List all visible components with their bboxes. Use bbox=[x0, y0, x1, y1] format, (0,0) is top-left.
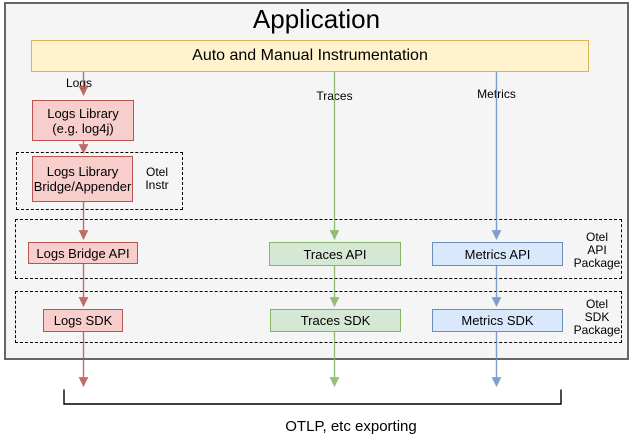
metrics-sdk-node: Metrics SDK bbox=[432, 309, 563, 332]
metrics-signal-label: Metrics bbox=[477, 87, 516, 101]
otel-sdk-package-label: Otel SDK Package bbox=[573, 297, 621, 337]
metrics-api-node: Metrics API bbox=[432, 242, 563, 266]
otel-instr-group-label: Otel Instr bbox=[145, 165, 169, 192]
traces-signal-label: Traces bbox=[316, 89, 353, 103]
otel-api-package-group bbox=[15, 219, 622, 279]
otel-sdk-package-group bbox=[15, 291, 622, 343]
logs-bridge-api-node: Logs Bridge API bbox=[28, 242, 138, 264]
logs-bridge-appender-node: Logs Library Bridge/Appender bbox=[32, 156, 133, 202]
logs-signal-label: Logs bbox=[65, 76, 93, 90]
instrumentation-bar: Auto and Manual Instrumentation bbox=[31, 40, 589, 72]
export-bracket bbox=[63, 389, 562, 405]
application-title: Application bbox=[252, 4, 381, 34]
otel-instr-group bbox=[16, 152, 183, 210]
export-label: OTLP, etc exporting bbox=[285, 418, 417, 435]
logs-sdk-node: Logs SDK bbox=[43, 309, 123, 332]
traces-sdk-node: Traces SDK bbox=[270, 309, 401, 332]
otel-api-package-label: Otel API Package bbox=[573, 230, 621, 270]
instrumentation-label: Auto and Manual Instrumentation bbox=[192, 47, 428, 64]
logs-library-node: Logs Library (e.g. log4j) bbox=[32, 100, 134, 141]
traces-api-node: Traces API bbox=[269, 242, 401, 266]
